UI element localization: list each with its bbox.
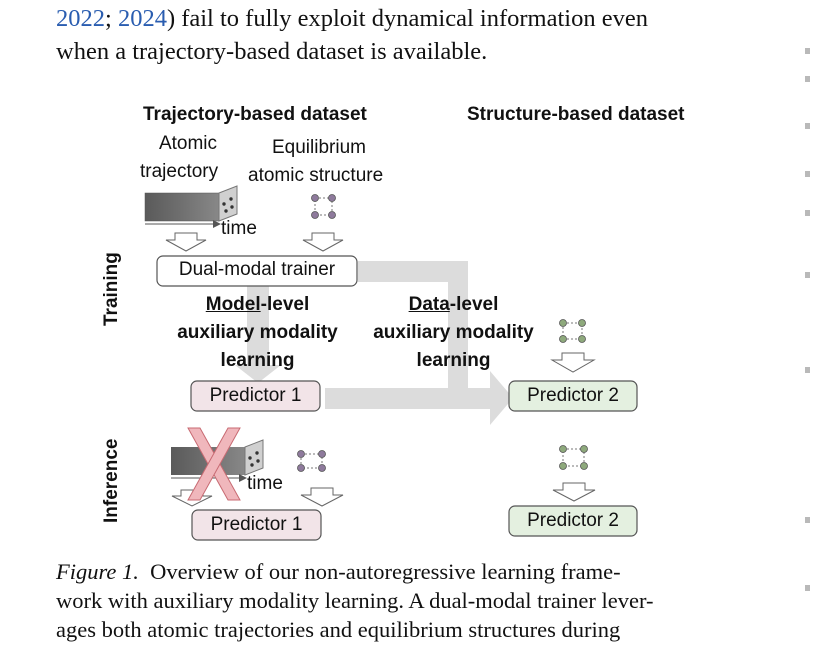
- dual-modal-trainer-box: [156, 255, 358, 287]
- structure-icon-right-training: [559, 319, 586, 343]
- predictor-1-inference-box: [191, 509, 322, 541]
- heading-trajectory-dataset: Trajectory-based dataset: [143, 104, 367, 125]
- edge-mark: [805, 272, 810, 278]
- label-equilibrium-line-2: atomic structure: [248, 165, 384, 186]
- label-atomic-line-1: Atomic: [158, 133, 218, 154]
- heading-structure-dataset: Structure-based dataset: [467, 104, 685, 125]
- inference-label: Inference: [101, 438, 122, 523]
- model-level-aux: auxiliary modality: [177, 322, 338, 343]
- edge-mark: [805, 48, 810, 54]
- time-label-training: time: [221, 218, 257, 239]
- label-atomic-line-2: trajectory: [140, 161, 219, 182]
- equilibrium-structure-icon: [311, 194, 336, 219]
- predictor-1-inference-label: Predictor 1: [210, 514, 303, 535]
- arrow-to-predictor-2-training: [550, 352, 596, 373]
- arrow-inference-left-b: [300, 487, 344, 507]
- edge-mark: [805, 123, 810, 129]
- edge-mark: [805, 517, 810, 523]
- caption-line-3: ages both atomic trajectories and equili…: [56, 617, 621, 642]
- predictor-2-training-label: Predictor 2: [527, 385, 619, 406]
- time-label-inference: time: [247, 473, 283, 494]
- model-level-learning: learning: [220, 350, 295, 371]
- citation-link-2024[interactable]: 2024: [117, 5, 167, 32]
- structure-icon-right-inference: [559, 445, 588, 470]
- edge-mark: [805, 585, 810, 591]
- predictor-2-inference-label: Predictor 2: [527, 510, 619, 531]
- edge-mark: [805, 171, 810, 177]
- data-level-title: Data-level: [408, 294, 499, 315]
- trainer-label: Dual-modal trainer: [178, 259, 336, 280]
- data-level-learning: learning: [416, 350, 491, 371]
- caption-line-2: work with auxiliary modality learning. A…: [56, 588, 654, 613]
- edge-mark: [805, 367, 810, 373]
- figure-label: Figure 1.: [56, 559, 139, 584]
- input-arrow-right: [302, 232, 344, 252]
- body-text-line-1: 2022; 2024) fail to fully exploit dynami…: [56, 5, 648, 32]
- edge-mark: [805, 76, 810, 82]
- data-level-aux: auxiliary modality: [373, 322, 534, 343]
- training-label: Training: [101, 252, 122, 326]
- atomic-trajectory-icon: [144, 185, 238, 228]
- caption-line-1: Figure 1. Overview of our non-autoregres…: [56, 559, 621, 584]
- cross-out-icon: [187, 427, 241, 501]
- predictor-1-training-box: [190, 380, 321, 412]
- predictor-2-inference-box: [508, 505, 638, 537]
- citation-link-2022[interactable]: 2022: [56, 5, 105, 32]
- predictor-1-training-label: Predictor 1: [209, 385, 302, 406]
- body-text-line-2: when a trajectory-based dataset is avail…: [56, 38, 488, 65]
- equilibrium-structure-icon-inference: [297, 450, 326, 472]
- arrow-to-predictor-2-inference: [552, 482, 596, 502]
- edge-mark: [805, 210, 810, 216]
- model-level-flow-arrow: [235, 282, 281, 383]
- label-equilibrium-line-1: Equilibrium: [272, 137, 366, 158]
- input-arrow-left: [165, 232, 207, 252]
- predictor-2-training-box: [508, 380, 638, 412]
- data-level-flow-arrow: [325, 261, 513, 425]
- model-level-title: Model-level: [205, 294, 310, 315]
